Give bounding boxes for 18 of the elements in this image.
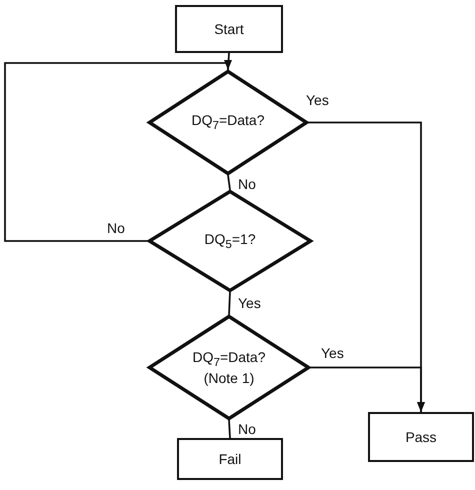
node-text: DQ$_{7}$=Data? bbox=[191, 112, 265, 133]
node-text: DQ$_{7}$=Data? bbox=[192, 348, 266, 370]
edge-label: Yes bbox=[237, 295, 262, 311]
node-text: DQ$_{5}$=1? bbox=[204, 230, 256, 252]
edge-label: Yes bbox=[320, 345, 345, 361]
arrow bbox=[4, 60, 232, 242]
process-box bbox=[177, 438, 283, 480]
node-text: Start bbox=[214, 21, 244, 37]
process-box bbox=[175, 5, 283, 53]
edge-label: No bbox=[237, 176, 257, 192]
node-text: Pass bbox=[405, 429, 437, 445]
arrow bbox=[310, 366, 425, 412]
edge-label: Yes bbox=[305, 92, 330, 108]
edge-label: No bbox=[237, 421, 257, 437]
node-text: (Note 1) bbox=[204, 370, 254, 386]
edge-label: No bbox=[106, 220, 126, 236]
node-text: Fail bbox=[218, 451, 242, 467]
process-box bbox=[368, 412, 474, 462]
